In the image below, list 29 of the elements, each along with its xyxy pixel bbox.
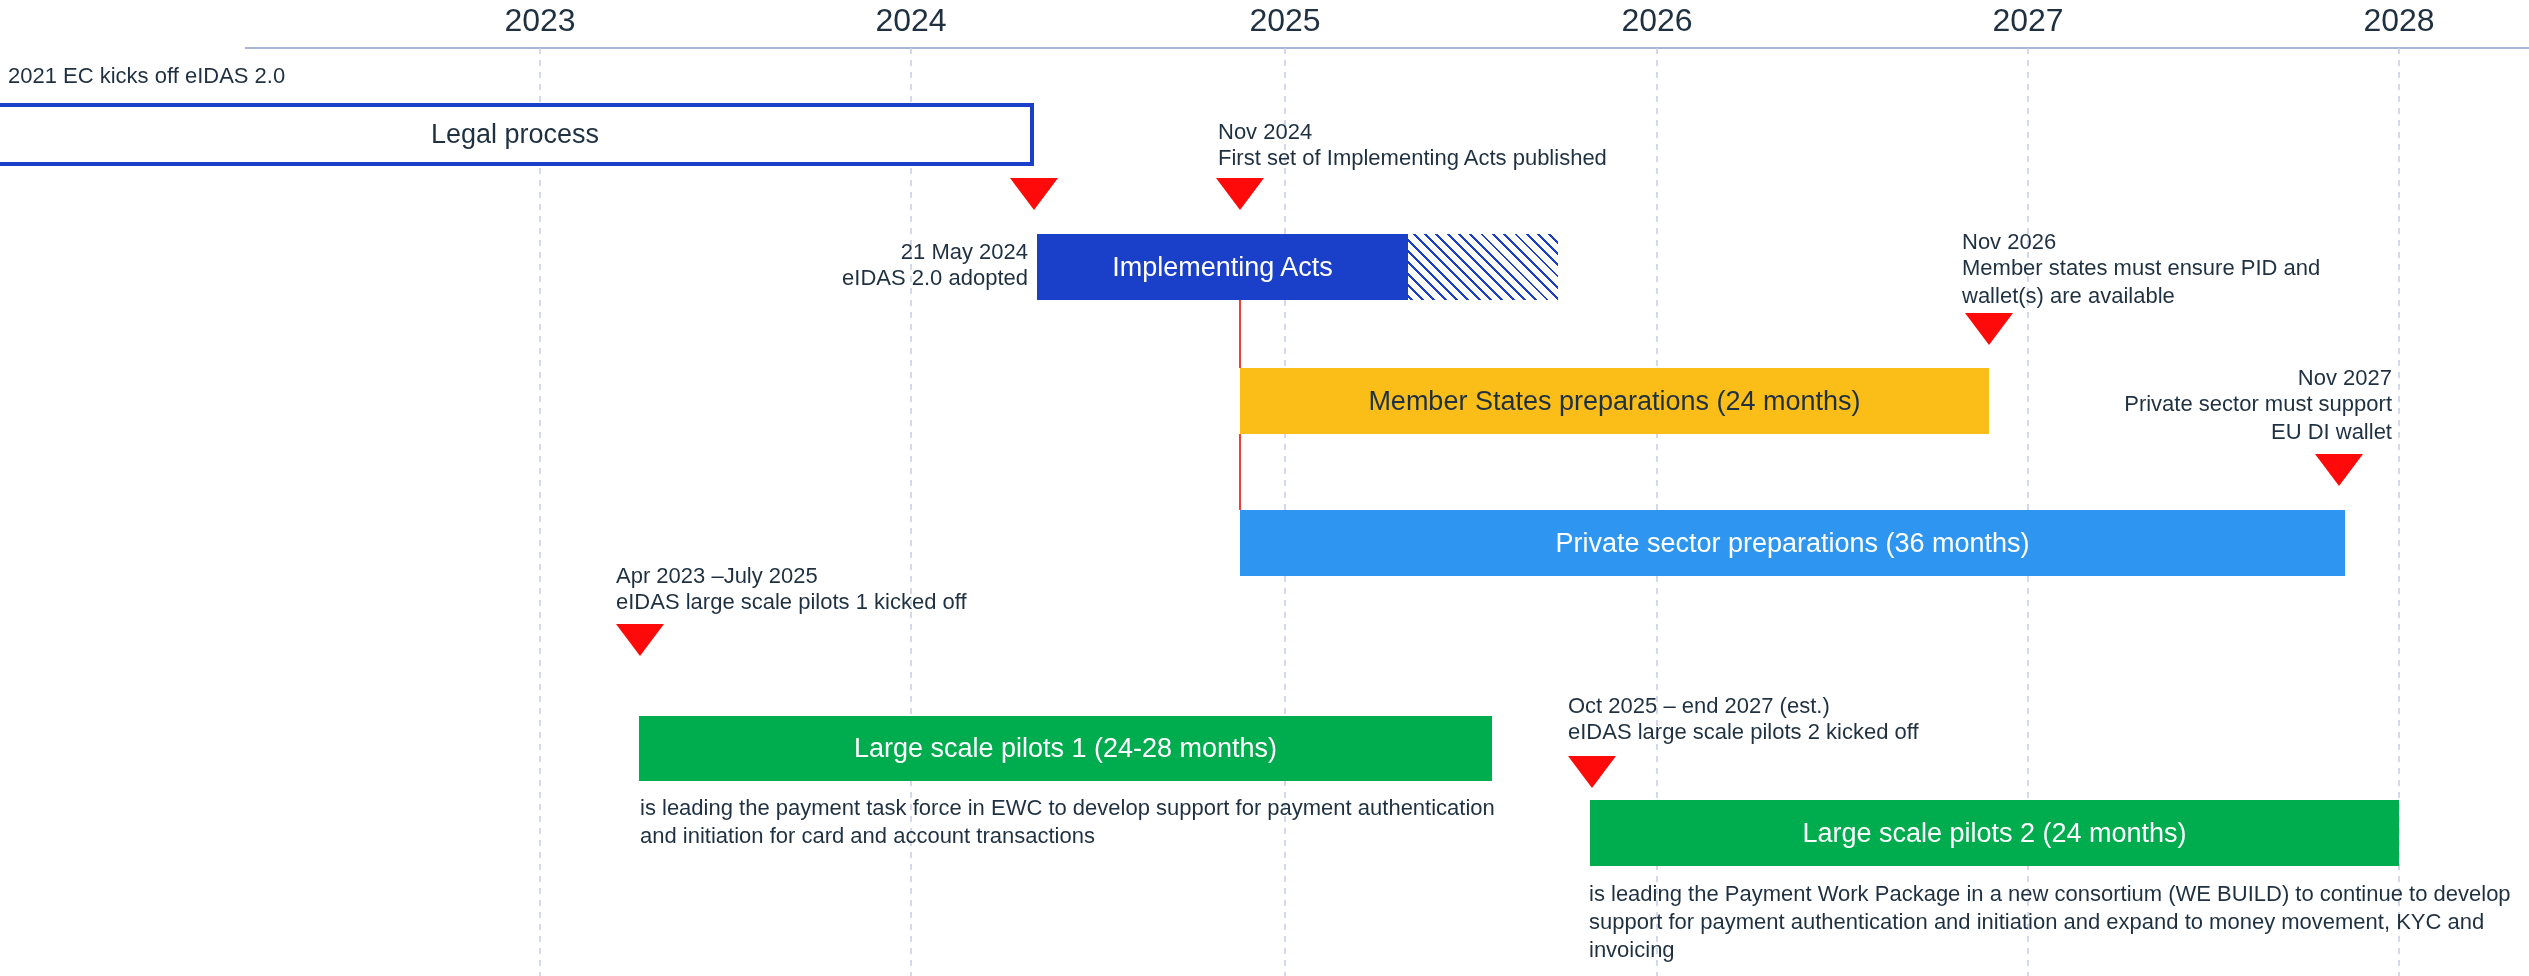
milestone-note: eIDAS large scale pilots 2 kicked off <box>1568 718 1919 746</box>
private-sector-bar: Private sector preparations (36 months) <box>1240 510 2345 576</box>
milestone-note: Member states must ensure PID and wallet(s) are available <box>1962 254 2322 310</box>
year-label: 2026 <box>1620 2 1694 39</box>
connector-line <box>1239 433 1241 511</box>
milestone-date: 21 May 2024 <box>899 238 1028 266</box>
pilot-bar: Large scale pilots 2 (24 months) <box>1590 800 2399 866</box>
year-label: 2024 <box>874 2 948 39</box>
implementing-acts-bar: Implementing Acts <box>1037 234 1558 300</box>
milestone-date: Nov 2026 <box>1962 228 2057 256</box>
year-label: 2025 <box>1248 2 1322 39</box>
milestone-date: Oct 2025 – end 2027 (est.) <box>1568 692 1830 720</box>
milestone-note: eIDAS large scale pilots 1 kicked off <box>616 588 967 616</box>
milestone-note: Private sector must support EU DI wallet <box>2123 390 2392 446</box>
milestone-note: eIDAS 2.0 adopted <box>841 264 1028 292</box>
milestone-date: Nov 2024 <box>1218 118 1313 146</box>
milestone-note: 2021 EC kicks off eIDAS 2.0 <box>8 62 286 90</box>
milestone-date: Nov 2027 <box>2296 364 2392 392</box>
pilot-bar: Large scale pilots 1 (24-28 months) <box>639 716 1492 781</box>
year-label: 2027 <box>1991 2 2065 39</box>
milestone-note: First set of Implementing Acts published <box>1218 144 1607 172</box>
year-label: 2023 <box>503 2 577 39</box>
legal-process-bar: Legal process <box>0 103 1034 166</box>
description-note: is leading the Payment Work Package in a new consortium (WE BUILD) to continue to develop support for payment authentication and initiation and expand to money movement, KYC and invoicing <box>1589 880 2512 964</box>
connector-line <box>1239 299 1241 369</box>
year-label: 2028 <box>2362 2 2436 39</box>
member-states-bar: Member States preparations (24 months) <box>1240 368 1989 434</box>
description-note: is leading the payment task force in EWC to develop support for payment authentication and initiation for card and account transactions <box>640 794 1496 850</box>
milestone-date: Apr 2023 –July 2025 <box>616 562 818 590</box>
